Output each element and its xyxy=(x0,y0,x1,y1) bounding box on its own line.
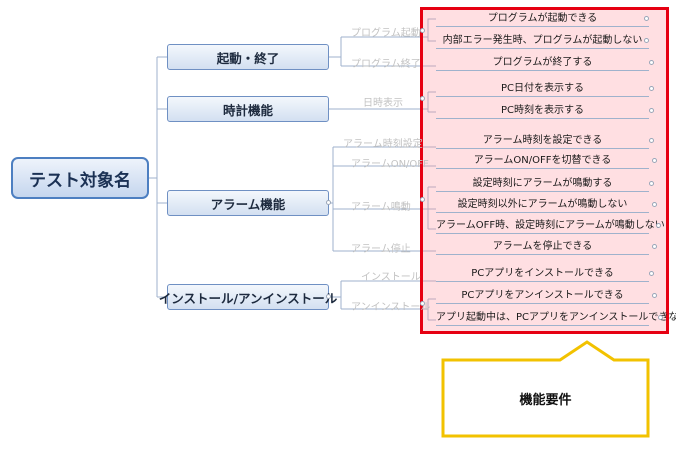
collapse-dot-icon[interactable] xyxy=(326,294,331,299)
subtopic-program-exit[interactable]: プログラム終了 xyxy=(351,59,421,70)
expand-dot-icon[interactable] xyxy=(649,271,654,276)
subtopic-alarm-onoff[interactable]: アラームON/OFF xyxy=(351,159,429,170)
requirement-item[interactable]: PC日付を表示する xyxy=(436,81,649,97)
expand-dot-icon[interactable] xyxy=(649,108,654,113)
expand-dot-icon[interactable] xyxy=(658,315,663,320)
requirement-item[interactable]: アラームOFF時、設定時刻にアラームが鳴動しない xyxy=(436,218,665,234)
collapse-dot-icon[interactable] xyxy=(420,28,425,33)
requirement-item[interactable]: PC時刻を表示する xyxy=(436,103,649,119)
subtopic-install[interactable]: インストール xyxy=(361,272,421,283)
requirement-item[interactable]: アプリ起動中は、PCアプリをアンインストールできない xyxy=(436,310,676,326)
requirement-item[interactable]: PCアプリをインストールできる xyxy=(436,266,649,282)
subtopic-program-start[interactable]: プログラム起動 xyxy=(351,28,421,39)
requirement-item[interactable]: プログラムが終了する xyxy=(436,55,649,71)
requirement-item[interactable]: プログラムが起動できる xyxy=(436,11,649,27)
expand-dot-icon[interactable] xyxy=(652,244,657,249)
requirement-item[interactable]: 設定時刻以外にアラームが鳴動しない xyxy=(436,197,649,213)
requirement-item[interactable]: アラーム時刻を設定できる xyxy=(436,133,649,149)
functional-requirements-highlight xyxy=(420,7,669,334)
collapse-dot-icon[interactable] xyxy=(420,197,425,202)
expand-dot-icon[interactable] xyxy=(656,223,661,228)
subtopic-alarm-time-setting[interactable]: アラーム時刻設定 xyxy=(343,139,423,150)
expand-dot-icon[interactable] xyxy=(652,293,657,298)
subtopic-uninstall[interactable]: アンインストール xyxy=(351,302,431,313)
collapse-dot-icon[interactable] xyxy=(420,96,425,101)
category-startup-shutdown[interactable]: 起動・終了 xyxy=(167,44,329,70)
callout-functional-requirements: 機能要件 xyxy=(519,392,572,408)
expand-dot-icon[interactable] xyxy=(644,16,649,21)
root-node: テスト対象名 xyxy=(11,157,149,199)
category-install-uninstall[interactable]: インストール/アンインストール xyxy=(159,284,337,310)
subtopic-alarm-ringing[interactable]: アラーム鳴動 xyxy=(351,202,411,213)
requirement-item[interactable]: PCアプリをアンインストールできる xyxy=(436,288,649,304)
category-alarm-function[interactable]: アラーム機能 xyxy=(167,190,329,216)
expand-dot-icon[interactable] xyxy=(649,60,654,65)
category-clock-function[interactable]: 時計機能 xyxy=(167,96,329,122)
expand-dot-icon[interactable] xyxy=(649,138,654,143)
expand-dot-icon[interactable] xyxy=(649,86,654,91)
subtopic-datetime-display[interactable]: 日時表示 xyxy=(363,98,403,109)
requirement-item[interactable]: アラームを停止できる xyxy=(436,239,649,255)
expand-dot-icon[interactable] xyxy=(649,181,654,186)
requirement-item[interactable]: 内部エラー発生時、プログラムが起動しない xyxy=(436,33,649,49)
expand-dot-icon[interactable] xyxy=(644,38,649,43)
subtopic-alarm-stop[interactable]: アラーム停止 xyxy=(351,244,411,255)
collapse-dot-icon[interactable] xyxy=(420,301,425,306)
collapse-dot-icon[interactable] xyxy=(326,200,331,205)
requirement-item[interactable]: アラームON/OFFを切替できる xyxy=(436,153,649,169)
expand-dot-icon[interactable] xyxy=(652,158,657,163)
requirement-item[interactable]: 設定時刻にアラームが鳴動する xyxy=(436,176,649,192)
expand-dot-icon[interactable] xyxy=(652,202,657,207)
